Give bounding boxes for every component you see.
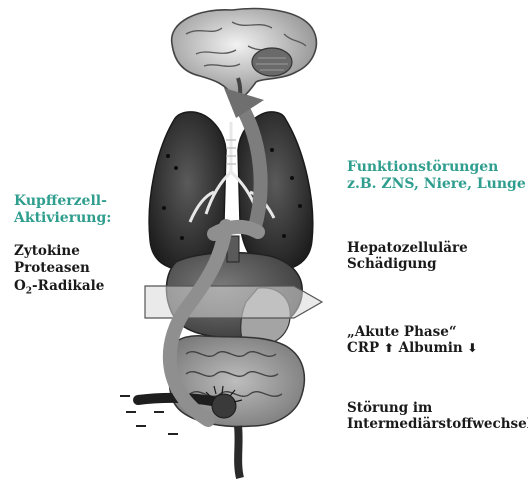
dysfunction-heading: Funktionstörungen z.B. ZNS, Niere, Lunge [347,159,526,193]
item-radicals: O2-Radikale [14,278,104,298]
metab-line1: Störung im [347,400,528,416]
crp-label: CRP [347,340,379,356]
item-zytokine: Zytokine [14,243,104,260]
kupffer-items: Zytokine Proteasen O2-Radikale [14,243,104,298]
item-proteasen: Proteasen [14,260,104,277]
up-arrow-icon: ⬆ [384,341,394,355]
hepato-line2: Schädigung [347,256,468,272]
albumin-label: Albumin [399,340,463,356]
acute-line2: CRP ⬆ Albumin ⬇ [347,340,477,356]
dysfunction-heading-line2: z.B. ZNS, Niere, Lunge [347,176,526,193]
radicals-suffix: -Radikale [32,278,104,294]
down-arrow-icon: ⬇ [467,341,477,355]
liver-arrow [145,286,322,318]
kupffer-heading-line2: Aktivierung: [14,210,111,227]
radicals-prefix: O [14,278,26,294]
acute-phase-label: „Akute Phase“ CRP ⬆ Albumin ⬇ [347,324,477,357]
kupffer-heading: Kupfferzell- Aktivierung: [14,193,111,227]
acute-line1: „Akute Phase“ [347,324,477,340]
brain-icon [172,9,317,108]
kupffer-heading-line1: Kupfferzell- [14,193,111,210]
metab-line2: Intermediärstoffwechsel [347,416,528,432]
hepato-damage-label: Hepatozelluläre Schädigung [347,240,468,273]
metabolism-label: Störung im Intermediärstoffwechsel [347,400,528,433]
dysfunction-heading-line1: Funktionstörungen [347,159,526,176]
hepato-line1: Hepatozelluläre [347,240,468,256]
